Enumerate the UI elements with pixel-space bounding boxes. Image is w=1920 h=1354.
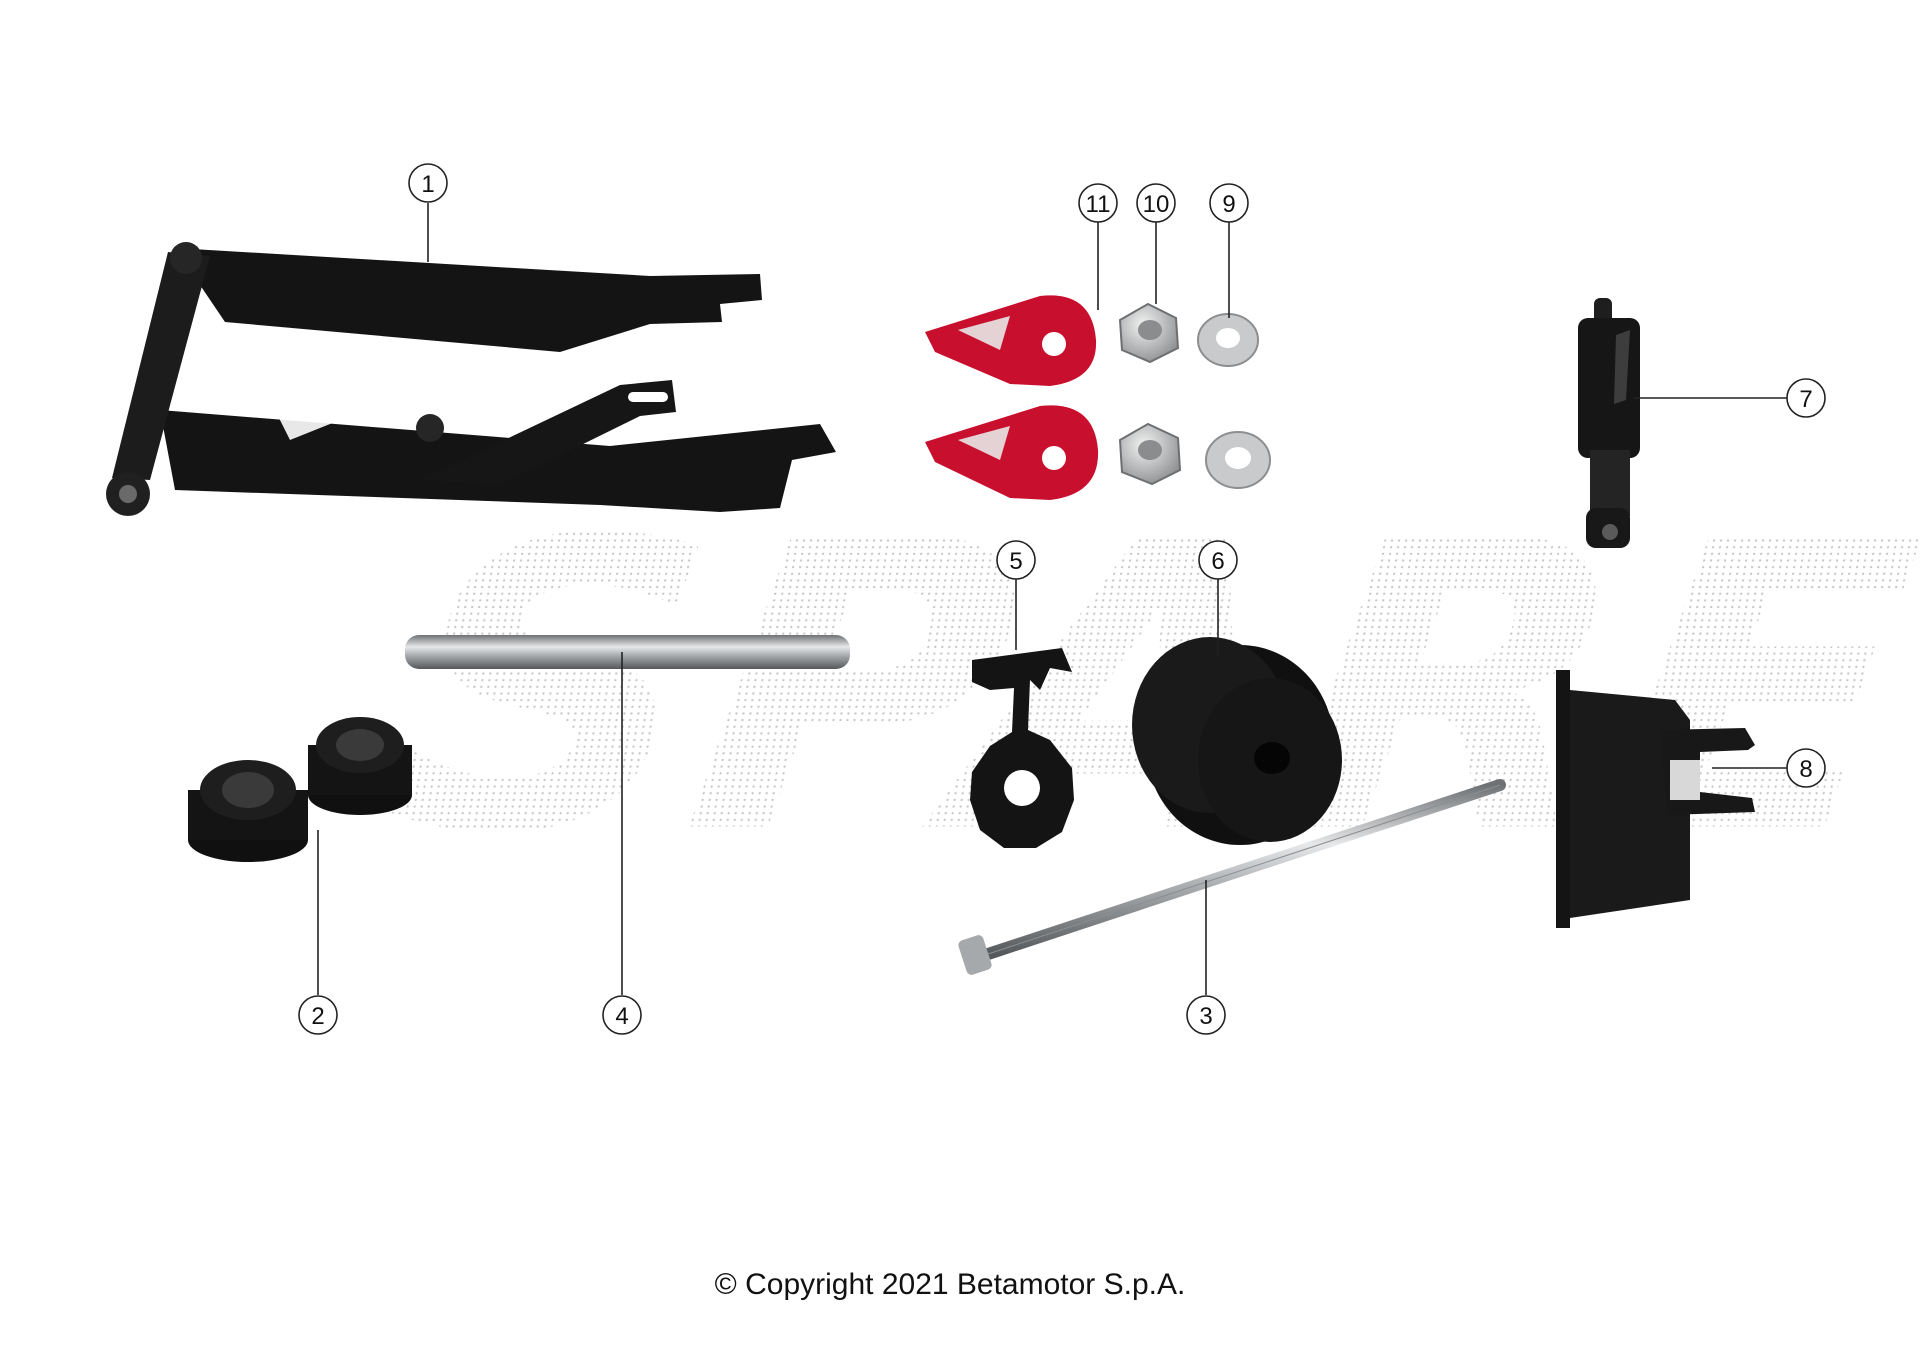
callout-6: 6 [1198,540,1238,580]
callouts: 1 2 3 4 5 6 7 8 9 10 11 [298,163,1826,1035]
callout-number: 6 [1211,548,1224,575]
washer-icon [1197,313,1271,489]
callout-3: 3 [1186,995,1226,1035]
bracket-icon [1556,670,1755,928]
copyright-notice: © Copyright 2021 Betamotor S.p.A. [714,1268,1186,1301]
callout-number: 9 [1222,191,1235,218]
callout-1: 1 [408,163,448,203]
callout-9: 9 [1209,183,1249,223]
swingarm-icon [106,242,836,516]
callout-number: 1 [421,171,434,198]
callout-number: 11 [1086,191,1111,218]
callout-10: 10 [1136,183,1176,223]
chain-roller-icon [1132,637,1342,845]
bushing-icon [188,717,412,862]
callout-4: 4 [602,995,642,1035]
callout-8: 8 [1786,748,1826,788]
long-bolt-icon [958,779,1506,975]
callout-number: 5 [1009,548,1022,575]
pivot-shaft-icon [405,635,850,669]
chain-slider-icon [970,648,1074,848]
callout-number: 3 [1199,1003,1212,1030]
callout-2: 2 [298,995,338,1035]
callout-number: 10 [1143,191,1170,218]
shock-absorber-icon [1578,298,1640,548]
callout-11: 11 [1078,183,1118,223]
callout-number: 7 [1799,386,1812,413]
callout-number: 8 [1799,756,1812,783]
leader-lines [317,203,1788,995]
callout-5: 5 [996,540,1036,580]
callout-number: 4 [615,1003,628,1030]
callout-number: 2 [311,1003,324,1030]
chain-adjuster-icon [925,295,1099,500]
callout-7: 7 [1786,378,1826,418]
flange-nut-icon [1118,302,1182,486]
